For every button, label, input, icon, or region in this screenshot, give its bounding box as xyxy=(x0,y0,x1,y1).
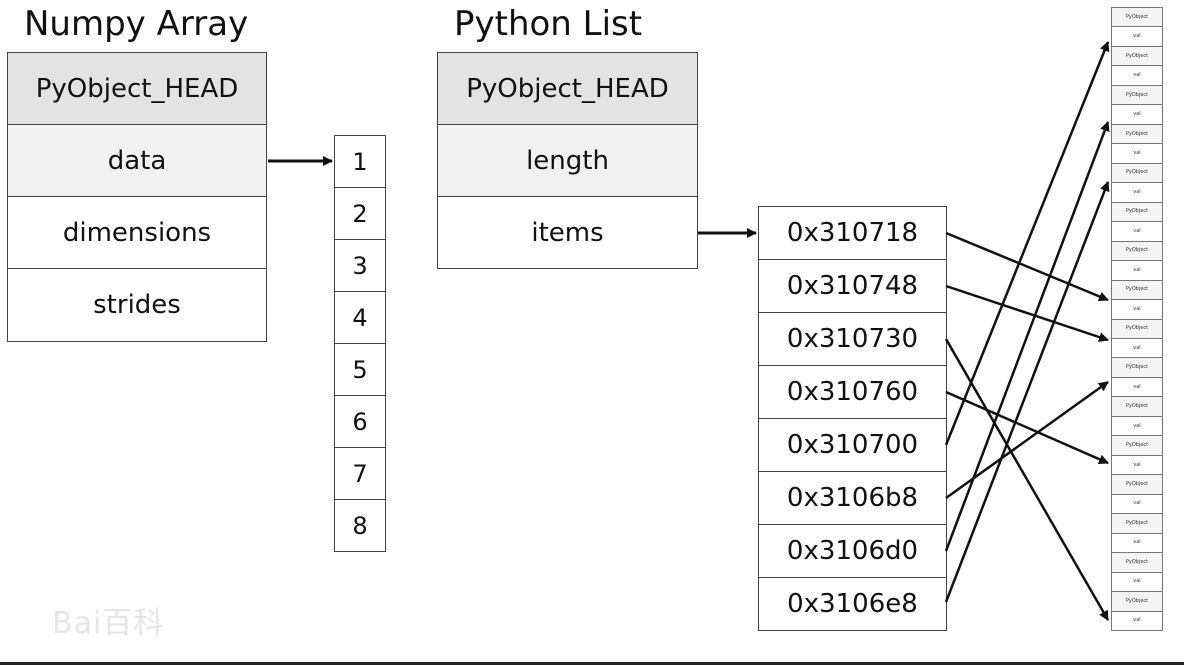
reference-arrow xyxy=(944,181,1110,603)
reference-arrow xyxy=(945,284,1109,342)
pylist-items-field: items xyxy=(437,196,698,269)
python-list-title: Python List xyxy=(454,4,643,44)
buffer-cell: 1 xyxy=(334,135,386,188)
buffer-cell: 5 xyxy=(334,343,386,396)
buffer-cell: 8 xyxy=(334,499,386,552)
reference-arrow xyxy=(945,390,1109,465)
buffer-cell: 2 xyxy=(334,187,386,240)
numpy-strides-field: strides xyxy=(7,268,267,342)
memory-value-cell: val xyxy=(1111,610,1163,631)
buffer-cell: 6 xyxy=(334,395,386,448)
baidu-watermark-logo: Bai百科 xyxy=(52,606,165,641)
pointer-cell: 0x3106e8 xyxy=(758,577,947,631)
pointer-cell: 0x310718 xyxy=(758,206,947,260)
reference-arrow xyxy=(945,231,1109,302)
numpy-pyobject-head: PyObject_HEAD xyxy=(7,52,267,125)
pointer-cell: 0x3106d0 xyxy=(758,524,947,578)
pointer-cell: 0x310748 xyxy=(758,259,947,313)
buffer-cell: 7 xyxy=(334,447,386,500)
pylist-pyobject-head: PyObject_HEAD xyxy=(437,52,698,125)
numpy-array-title: Numpy Array xyxy=(24,4,249,44)
buffer-cell: 3 xyxy=(334,239,386,292)
reference-arrow xyxy=(944,41,1110,446)
numpy-data-field: data xyxy=(7,124,267,197)
pointer-cell: 0x310760 xyxy=(758,365,947,419)
reference-arrow xyxy=(944,338,1110,621)
memory-object-cell: PyObject xyxy=(1111,474,1163,495)
bottom-rule xyxy=(0,662,1184,665)
object-reference-arrows xyxy=(944,41,1110,621)
reference-arrow xyxy=(944,121,1110,552)
pointer-cell: 0x3106b8 xyxy=(758,471,947,525)
buffer-cell: 4 xyxy=(334,291,386,344)
pylist-length-field: length xyxy=(437,124,698,197)
